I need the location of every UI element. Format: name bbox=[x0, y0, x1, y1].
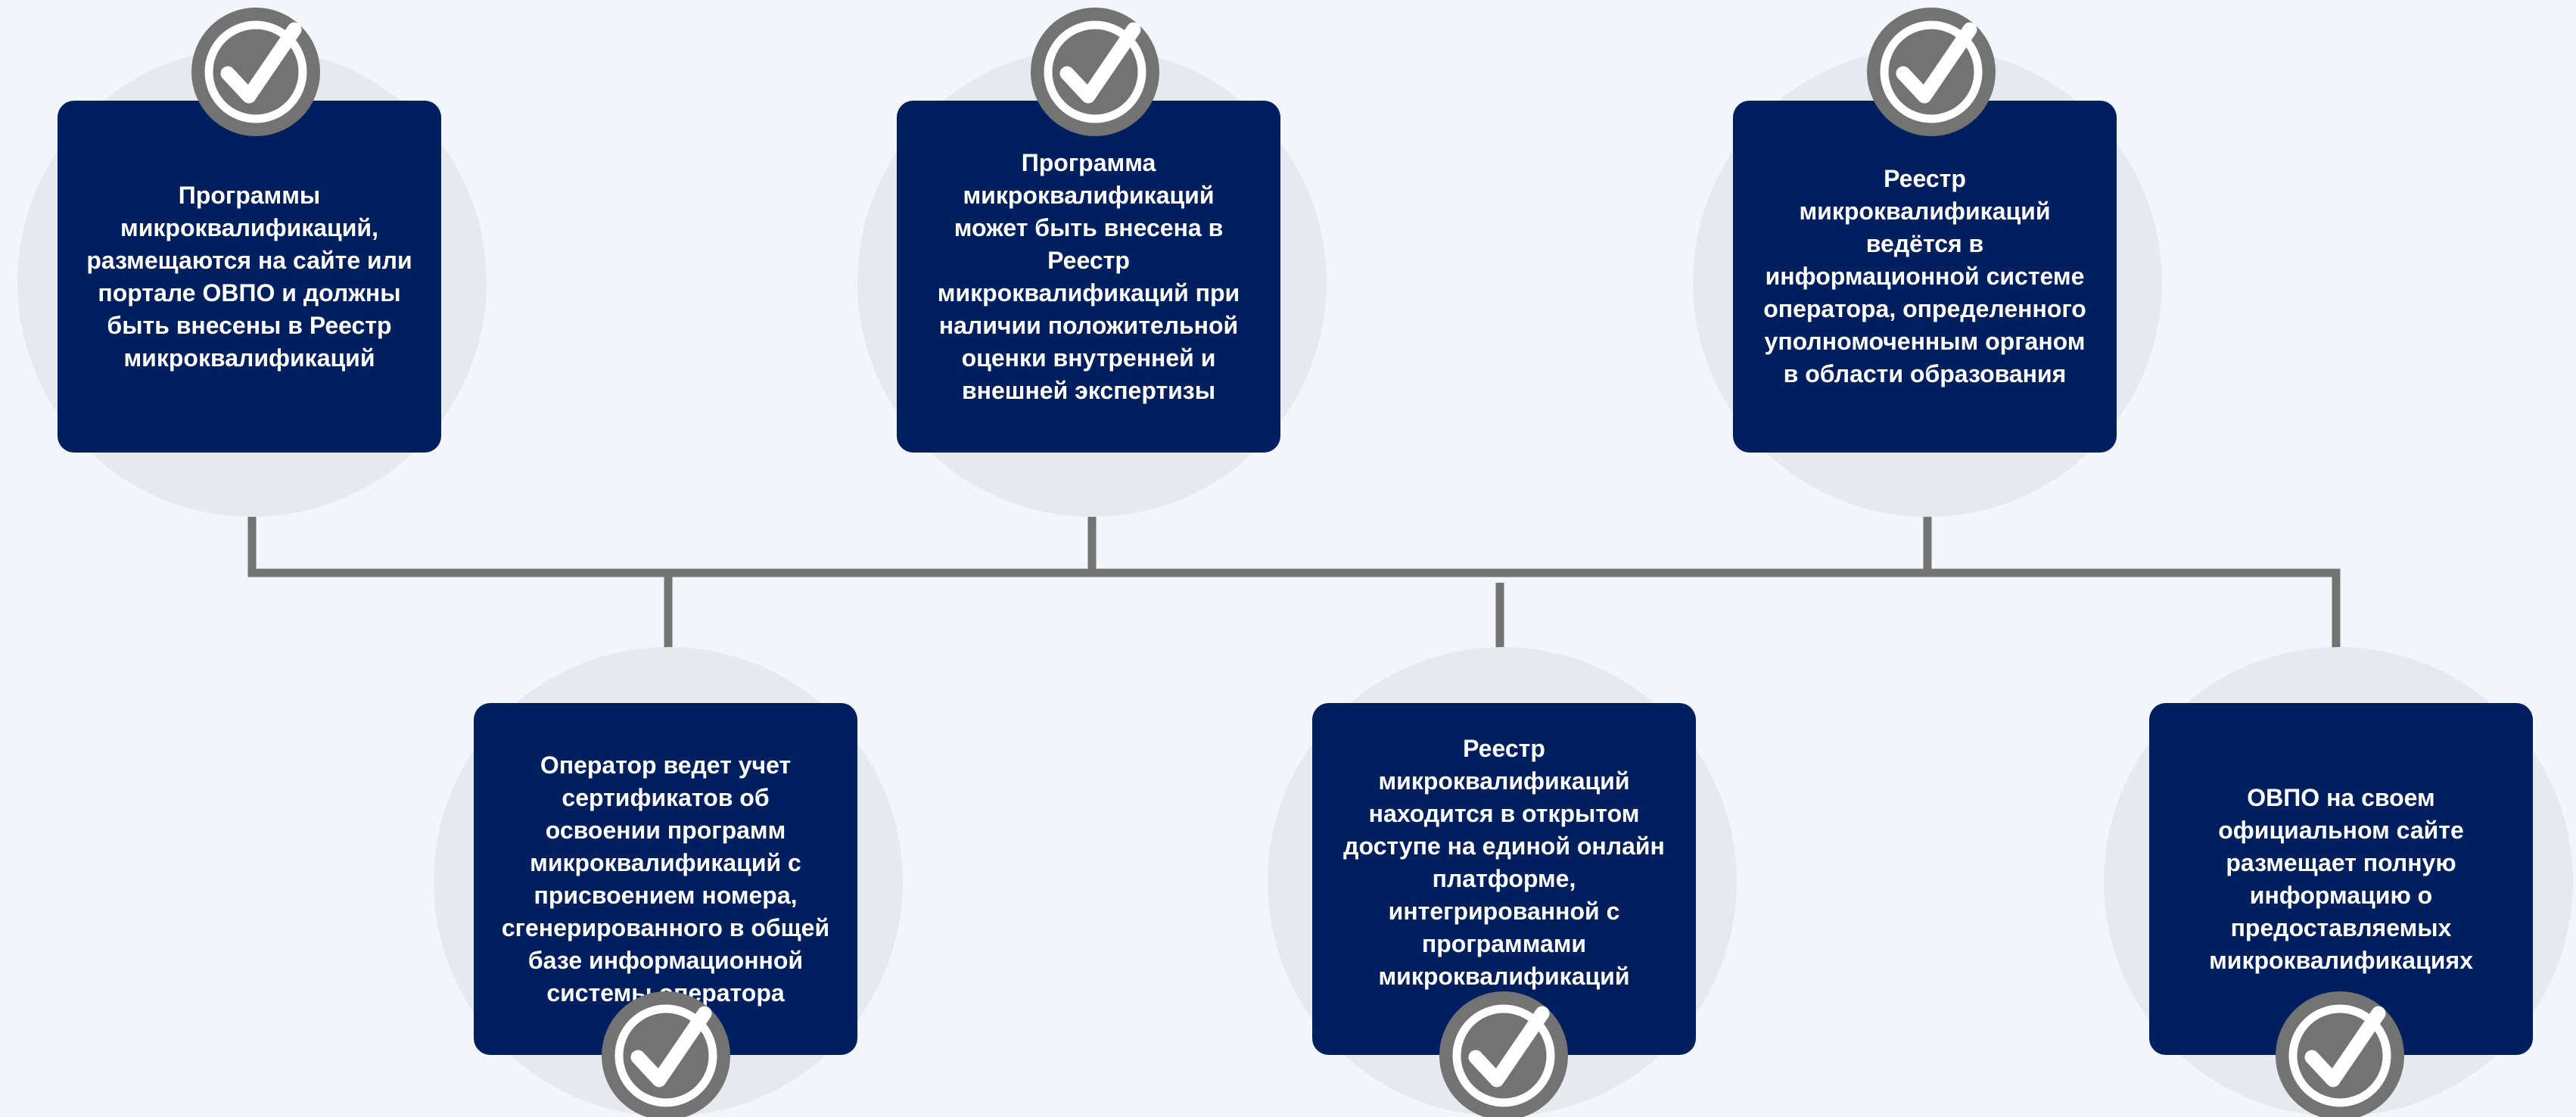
step-2-card: Программа микроквалификаций может быть в… bbox=[897, 101, 1280, 453]
step-1-text: Программы микроквалификаций, размещаются… bbox=[86, 181, 412, 372]
step-3-card: Реестр микроквалификаций ведётся в инфор… bbox=[1733, 101, 2117, 453]
step-2-check-icon bbox=[1031, 8, 1159, 136]
step-1-card: Программы микроквалификаций, размещаются… bbox=[58, 101, 441, 453]
step-5-check-icon bbox=[1439, 991, 1568, 1117]
step-1-check-icon bbox=[191, 8, 320, 136]
step-4-text: Оператор ведет учет сертификатов об осво… bbox=[501, 751, 830, 1007]
step-5-text: Реестр микроквалификаций находится в отк… bbox=[1343, 735, 1665, 1022]
timeline-line bbox=[247, 475, 2341, 676]
step-3-check-icon bbox=[1867, 8, 1996, 136]
step-4-check-icon bbox=[602, 991, 730, 1117]
step-2-text: Программа микроквалификаций может быть в… bbox=[937, 148, 1240, 404]
step-6-check-icon bbox=[2276, 991, 2404, 1117]
step-6-text: ОВПО на своем официальном сайте размещае… bbox=[2209, 783, 2473, 974]
step-3-text: Реестр микроквалификаций ведётся в инфор… bbox=[1763, 165, 2086, 387]
